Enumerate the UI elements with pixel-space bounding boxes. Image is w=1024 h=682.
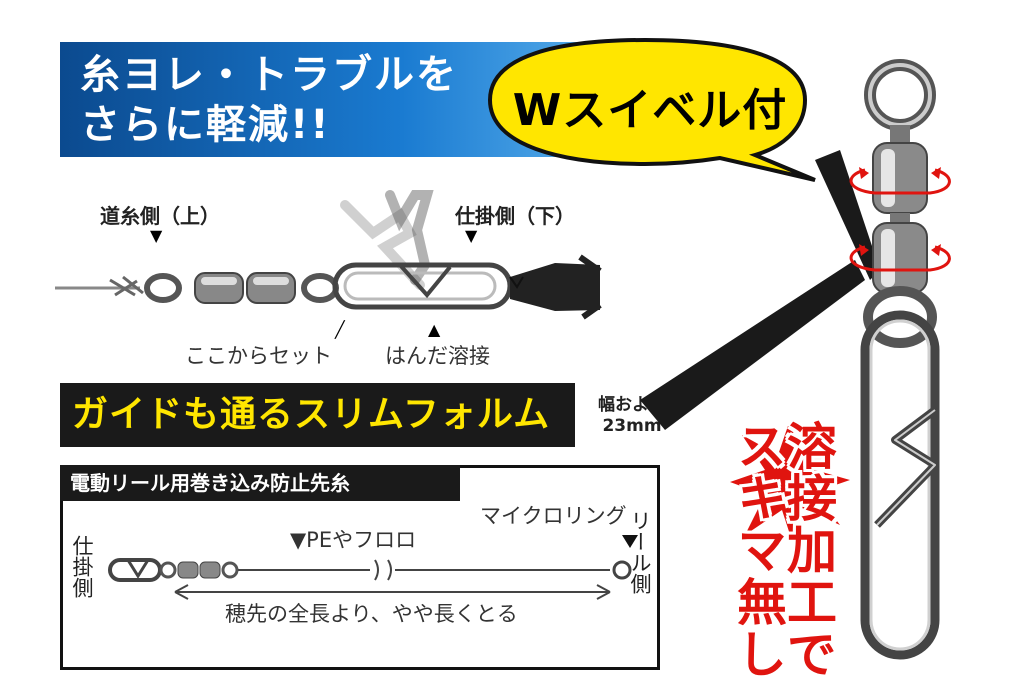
headline-line1: 糸ヨレ・トラブルを <box>80 52 458 98</box>
pointer-icon: ╱ <box>335 320 345 339</box>
box-title-band <box>60 465 460 501</box>
arrow-up-icon: ▲ <box>428 320 441 339</box>
label-left-side: 仕掛側 <box>70 535 94 598</box>
label-micro-ring: マイクロリング <box>480 504 627 528</box>
label-lower-side: 仕掛側（下） <box>455 204 575 228</box>
arrow-down-icon: ▼ <box>150 226 163 245</box>
label-upper-side: 道糸側（上） <box>100 204 220 228</box>
burst-icon <box>730 420 850 550</box>
welding-text-col1: 溶接加工で <box>779 420 837 680</box>
swivel-snap-closeup <box>849 59 951 660</box>
bubble-title: Wスイベル付 <box>512 85 788 136</box>
label-length-note: 穂先の全長より、やや長くとる <box>225 602 518 626</box>
label-right-side: リール側 <box>628 510 652 594</box>
box-title: 電動リール用巻き込み防止先糸 <box>70 471 350 495</box>
label-set-here: ここからセット <box>185 344 332 368</box>
slim-title: ガイドも通るスリムフォルム <box>72 394 551 435</box>
headline-line2: さらに軽減!! <box>80 102 331 148</box>
arrow-down-icon: ▼ <box>465 226 478 245</box>
label-line-type: ▼PEやフロロ <box>290 528 417 552</box>
slim-band <box>60 383 575 447</box>
welding-text-col2: スキマ無し <box>729 420 787 680</box>
swivel-assembly-diagram <box>55 190 602 320</box>
speech-bubble <box>487 37 816 182</box>
headline: 糸ヨレ・トラブルを さらに軽減!! <box>80 50 600 150</box>
label-solder: はんだ溶接 <box>385 344 490 368</box>
ghost-snap-1 <box>340 200 425 290</box>
width-label-line2: 23mm <box>602 416 662 436</box>
leader-line-diagram <box>108 535 638 600</box>
